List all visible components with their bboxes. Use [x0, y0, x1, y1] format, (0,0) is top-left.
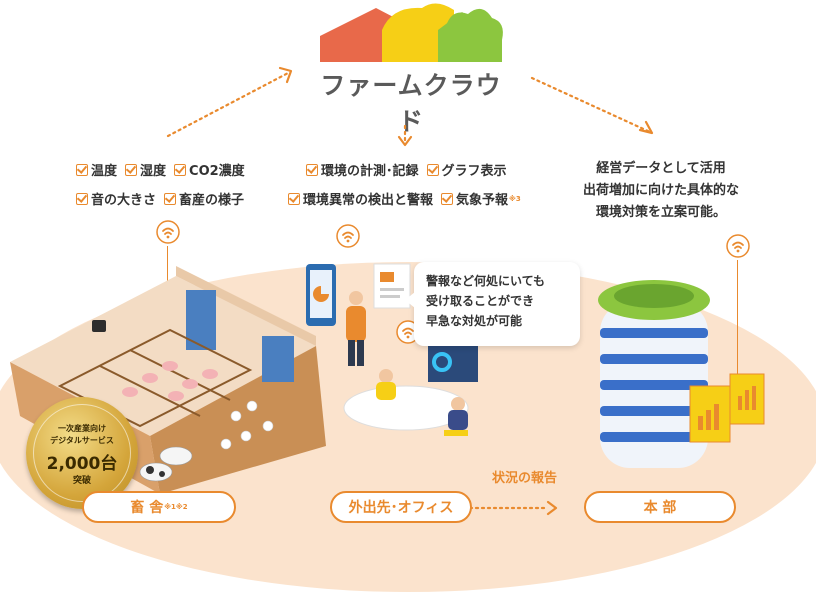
farm-cloud-logo-icon — [320, 3, 503, 63]
check-anomaly-alert: 環境異常の検出と警報 — [288, 189, 433, 208]
arrow-farm-to-cloud — [166, 70, 292, 138]
hq-building-illustration — [598, 280, 765, 468]
farm-checklist: 温度 湿度 CO2濃度 音の大きさ 畜産の様子 — [76, 160, 245, 208]
check-temperature: 温度 — [76, 160, 117, 179]
hq-signal-line — [737, 260, 738, 380]
checkbox-icon — [288, 192, 300, 205]
wifi-signal-icon — [156, 220, 180, 244]
barn-window — [262, 336, 294, 382]
location-hq: 本 部 — [584, 491, 736, 523]
achievement-badge: 一次産業向け デジタルサービス 2,000台 突破 — [26, 397, 138, 509]
checkbox-icon — [76, 192, 88, 205]
hq-description: 経営データとして活用 出荷増加に向けた具体的な 環境対策を立案可能。 — [582, 161, 739, 220]
check-sound: 音の大きさ — [76, 189, 156, 208]
wifi-signal-icon — [336, 224, 360, 248]
checkbox-icon — [174, 163, 187, 176]
office-checklist: 環境の計測･記録 グラフ表示 環境異常の検出と警報 気象予報※3 — [288, 160, 521, 208]
checkbox-icon — [76, 163, 88, 176]
monitor — [428, 342, 478, 382]
brand-name: ファームクラウド — [320, 71, 502, 136]
document-card — [373, 263, 411, 309]
check-humidity: 湿度 — [125, 160, 166, 179]
check-graph: グラフ表示 — [426, 160, 507, 179]
weather-note: ※3 — [509, 194, 521, 203]
location-office: 外出先･オフィス — [330, 491, 472, 523]
sensor-device — [92, 320, 106, 332]
checkbox-icon — [426, 163, 439, 176]
arrow-cloud-to-hq — [530, 76, 652, 134]
wifi-signal-icon — [396, 320, 420, 344]
check-weather: 気象予報※3 — [441, 189, 521, 208]
checkbox-icon — [306, 163, 318, 176]
check-measure-record: 環境の計測･記録 — [306, 160, 419, 179]
wifi-signal-icon — [726, 234, 750, 258]
checkbox-icon — [164, 192, 177, 205]
farm-note: ※1※2 — [164, 503, 188, 511]
location-farm: 畜 舎※1※2 — [82, 491, 236, 523]
checkbox-icon — [125, 163, 138, 176]
checkbox-icon — [441, 192, 454, 205]
alert-bubble: 警報など何処にいても 受け取ることができ 早急な対処が可能 — [405, 262, 580, 346]
office-illustration — [306, 263, 478, 436]
status-report-label: 状況の報告 — [492, 471, 558, 486]
check-co2: CO2濃度 — [174, 160, 245, 179]
check-livestock: 畜産の様子 — [164, 189, 244, 208]
